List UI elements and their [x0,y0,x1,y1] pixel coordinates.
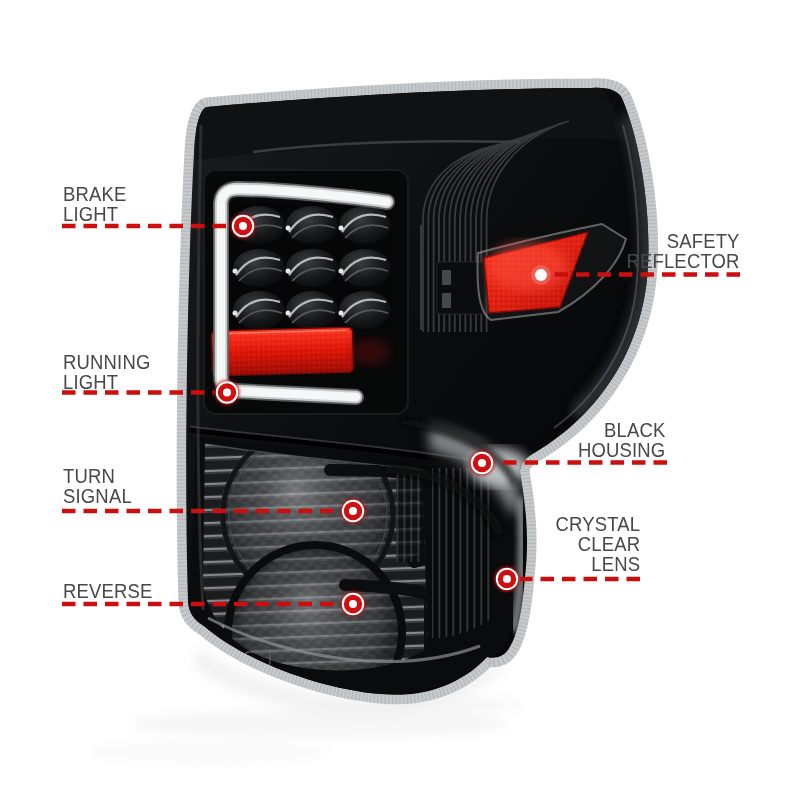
marker-safety-reflector [531,265,551,285]
marker-running-light [213,378,242,407]
marker-reverse [339,590,368,619]
callout-running-light: RUNNINGLIGHT [63,352,150,392]
brake-light-unit [204,170,408,414]
callout-crystal-clear-lens: CRYSTALCLEARLENS [555,514,640,574]
callout-turn-signal: TURNSIGNAL [63,466,132,506]
marker-brake-light [229,212,258,241]
running-light-reflector-strip [211,327,353,376]
callout-black-housing: BLACKHOUSING [578,420,665,460]
marker-black-housing [468,449,497,478]
marker-crystal-clear-lens [493,565,522,594]
marker-turn-signal [339,497,368,526]
callout-brake-light: BRAKELIGHT [63,184,127,224]
callout-safety-reflector: SAFETYREFLECTOR [627,231,740,271]
callout-reverse: REVERSE [63,581,153,601]
